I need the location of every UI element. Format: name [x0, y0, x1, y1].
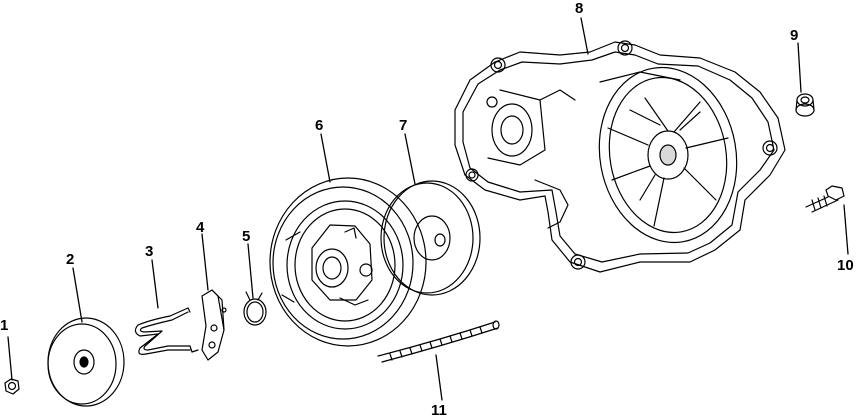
- leader-lines: [7, 17, 849, 401]
- bushing-part: [796, 94, 814, 116]
- housing-part: [455, 41, 785, 272]
- leader-6: [320, 133, 331, 183]
- callout-4: 4: [196, 219, 205, 236]
- spring-part: [135, 308, 198, 354]
- callout-6: 6: [315, 117, 324, 134]
- callout-8: 8: [575, 0, 584, 17]
- callout-2: 2: [66, 251, 75, 268]
- callout-5: 5: [242, 228, 251, 245]
- leader-1: [7, 336, 13, 381]
- leader-9: [797, 42, 802, 93]
- callout-11: 11: [431, 402, 447, 419]
- leader-5: [247, 243, 254, 299]
- callout-7: 7: [399, 117, 408, 134]
- starter-rope-part: [378, 321, 499, 362]
- cam-pulley-part: [381, 181, 480, 295]
- leader-10: [843, 204, 849, 255]
- washer-plate-part: [48, 318, 124, 406]
- callout-3: 3: [145, 243, 154, 260]
- leader-8: [580, 17, 589, 55]
- leader-11: [435, 354, 443, 401]
- callout-1: 1: [0, 317, 9, 334]
- leader-3: [151, 259, 159, 309]
- leader-2: [72, 267, 83, 323]
- spring-clip-part: [244, 292, 266, 325]
- callout-9: 9: [790, 27, 799, 44]
- nut-part: [5, 379, 19, 394]
- leader-7: [404, 133, 416, 185]
- pawl-part: [202, 290, 226, 360]
- rope-pulley-part: [270, 178, 426, 346]
- callout-10: 10: [837, 257, 854, 274]
- bolt-part: [806, 186, 844, 212]
- leader-4: [201, 233, 209, 291]
